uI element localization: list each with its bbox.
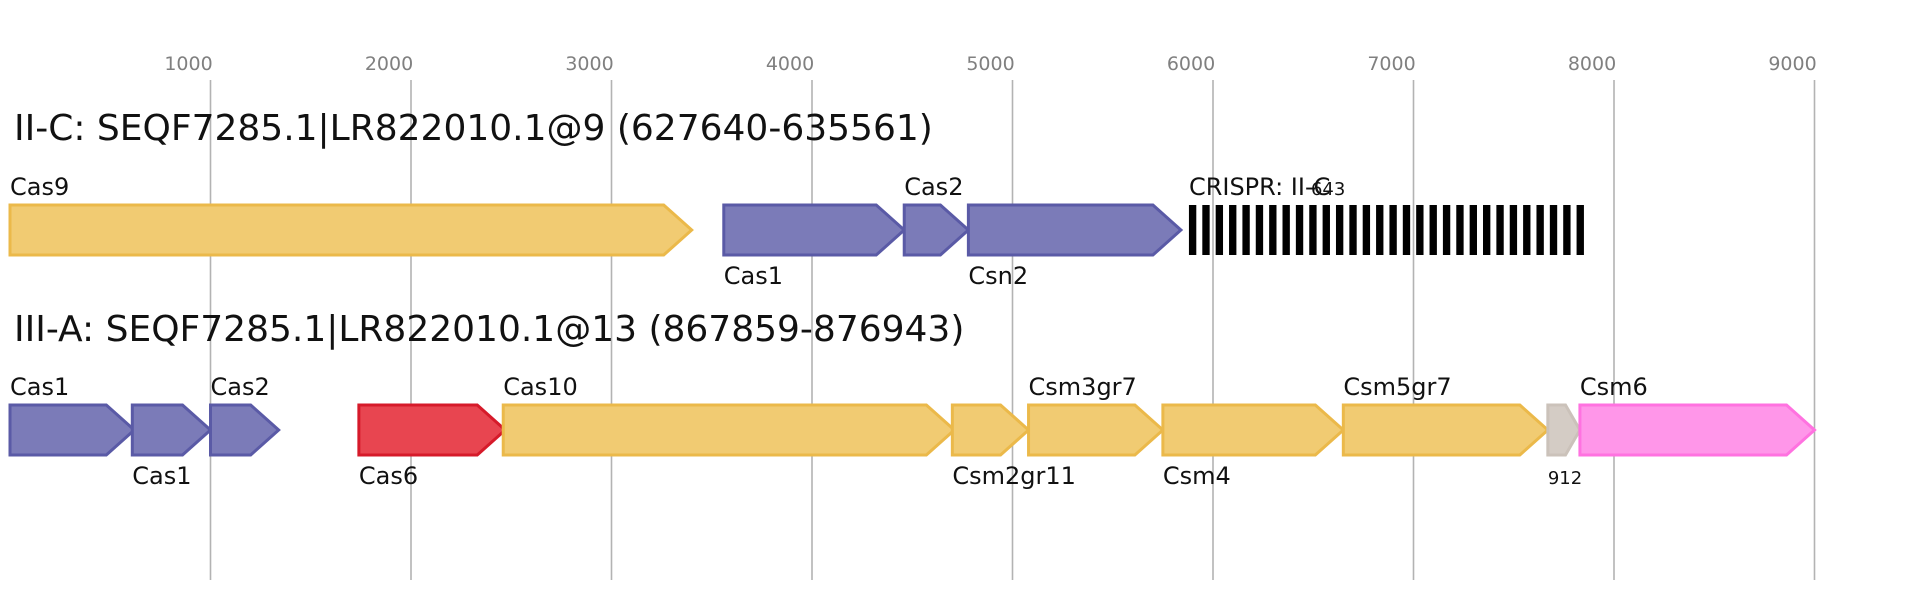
gene-cas2-2-2-label: Cas2 [211, 373, 270, 401]
crispr-repeat-27 [1536, 205, 1544, 255]
gene-csm3gr7-2-6-arrow [1027, 403, 1166, 457]
gene-cas6-2-3-arrow [357, 403, 508, 457]
gene-csm6-2-10-arrow [1578, 403, 1817, 457]
gene-csm5gr7-2-8-arrow [1341, 403, 1551, 457]
locus-title-2: III-A: SEQF7285.1|LR822010.1@13 (867859-… [14, 309, 964, 350]
tick-label-8000: 8000 [1568, 53, 1616, 75]
crispr-repeat-23 [1483, 205, 1491, 255]
gene-csm2gr11-2-5-label: Csm2gr11 [952, 462, 1076, 490]
gene-cas10-2-4-label: Cas10 [503, 373, 578, 401]
gene-csm5gr7-2-8-label: Csm5gr7 [1343, 373, 1451, 401]
crispr-repeat-12 [1335, 205, 1344, 255]
crispr-repeat-9 [1295, 205, 1304, 255]
crispr-repeat-15 [1376, 205, 1384, 255]
gene-cas1-1-1-arrow [722, 203, 907, 257]
crispr-repeat-10 [1309, 205, 1317, 255]
crispr-repeat-14 [1362, 205, 1371, 255]
crispr-repeat-26 [1523, 205, 1531, 255]
axis-grid [209, 80, 1816, 580]
gene-cas1-2-1-label: Cas1 [132, 462, 191, 490]
crispr-repeat-21 [1456, 205, 1464, 255]
tick-label-9000: 9000 [1768, 53, 1816, 75]
crispr-repeat-5 [1242, 205, 1250, 255]
gene-cas9-1-0-label: Cas9 [10, 173, 69, 201]
crispr-repeat-16 [1389, 205, 1397, 255]
gene-912-2-9-arrow [1546, 403, 1582, 457]
crispr-repeat-30 [1576, 205, 1584, 255]
crispr-repeat-22 [1469, 205, 1477, 255]
crispr-repeat-11 [1322, 205, 1330, 255]
gene-csm6-2-10-label: Csm6 [1580, 373, 1648, 401]
crispr-repeat-24 [1496, 205, 1504, 255]
gene-cas9-1-0-arrow [8, 203, 694, 257]
crispr-repeat-13 [1349, 205, 1357, 255]
tick-label-2000: 2000 [365, 53, 413, 75]
crispr-repeat-7 [1269, 205, 1277, 255]
gene-cas6-2-3-label: Cas6 [359, 462, 418, 490]
gene-csn2-1-3-label: Csn2 [968, 262, 1028, 290]
crispr-repeat-20 [1442, 205, 1451, 255]
crispr-repeat-18 [1416, 205, 1424, 255]
crispr-repeat-3 [1215, 205, 1224, 255]
gene-cas10-2-4-arrow [501, 403, 957, 457]
gene-csm4-2-7-arrow [1161, 403, 1346, 457]
gene-cas1-1-1-label: Cas1 [724, 262, 783, 290]
gene-cas1-2-0-label: Cas1 [10, 373, 69, 401]
gene-cas1-2-0-arrow [8, 403, 137, 457]
locus-title-1: II-C: SEQF7285.1|LR822010.1@9 (627640-63… [14, 108, 933, 149]
gene-cas2-2-2-arrow [209, 403, 281, 457]
tick-label-3000: 3000 [565, 53, 613, 75]
gene-cas2-1-2-arrow [902, 203, 971, 257]
crispr-repeat-8 [1282, 205, 1290, 255]
gene-csm2gr11-2-5-arrow [950, 403, 1031, 457]
gene-csn2-1-3-arrow [966, 203, 1184, 257]
crispr-repeat-17 [1402, 205, 1411, 255]
crispr-repeat-29 [1563, 205, 1571, 255]
crispr-repeat-4 [1229, 205, 1237, 255]
crispr-repeat-25 [1509, 205, 1518, 255]
axis-tick-labels: 1000 2000 3000 4000 5000 6000 7000 8000 9000 [164, 53, 1816, 75]
crispr-repeat-28 [1549, 205, 1558, 255]
crispr-repeat-1 [1188, 205, 1197, 255]
crispr-repeat-19 [1429, 205, 1437, 255]
tick-label-5000: 5000 [966, 53, 1014, 75]
tick-label-1000: 1000 [164, 53, 212, 75]
gene-cas1-2-1-arrow [130, 403, 213, 457]
tick-label-7000: 7000 [1367, 53, 1415, 75]
locus-track-2: Cas1Cas1Cas2Cas6Cas10Csm2gr11Csm3gr7Csm4… [8, 373, 1817, 490]
crispr-array-label: CRISPR: II-C [1189, 173, 1330, 201]
tick-label-6000: 6000 [1167, 53, 1215, 75]
crispr-array-count: 643 [1311, 179, 1345, 200]
tick-label-4000: 4000 [766, 53, 814, 75]
gene-cas2-1-2-label: Cas2 [904, 173, 963, 201]
gene-912-2-9-label: 912 [1548, 468, 1582, 489]
crispr-repeat-6 [1255, 205, 1264, 255]
crispr-repeat-2 [1202, 205, 1210, 255]
gene-csm4-2-7-label: Csm4 [1163, 462, 1231, 490]
gene-csm3gr7-2-6-label: Csm3gr7 [1029, 373, 1137, 401]
